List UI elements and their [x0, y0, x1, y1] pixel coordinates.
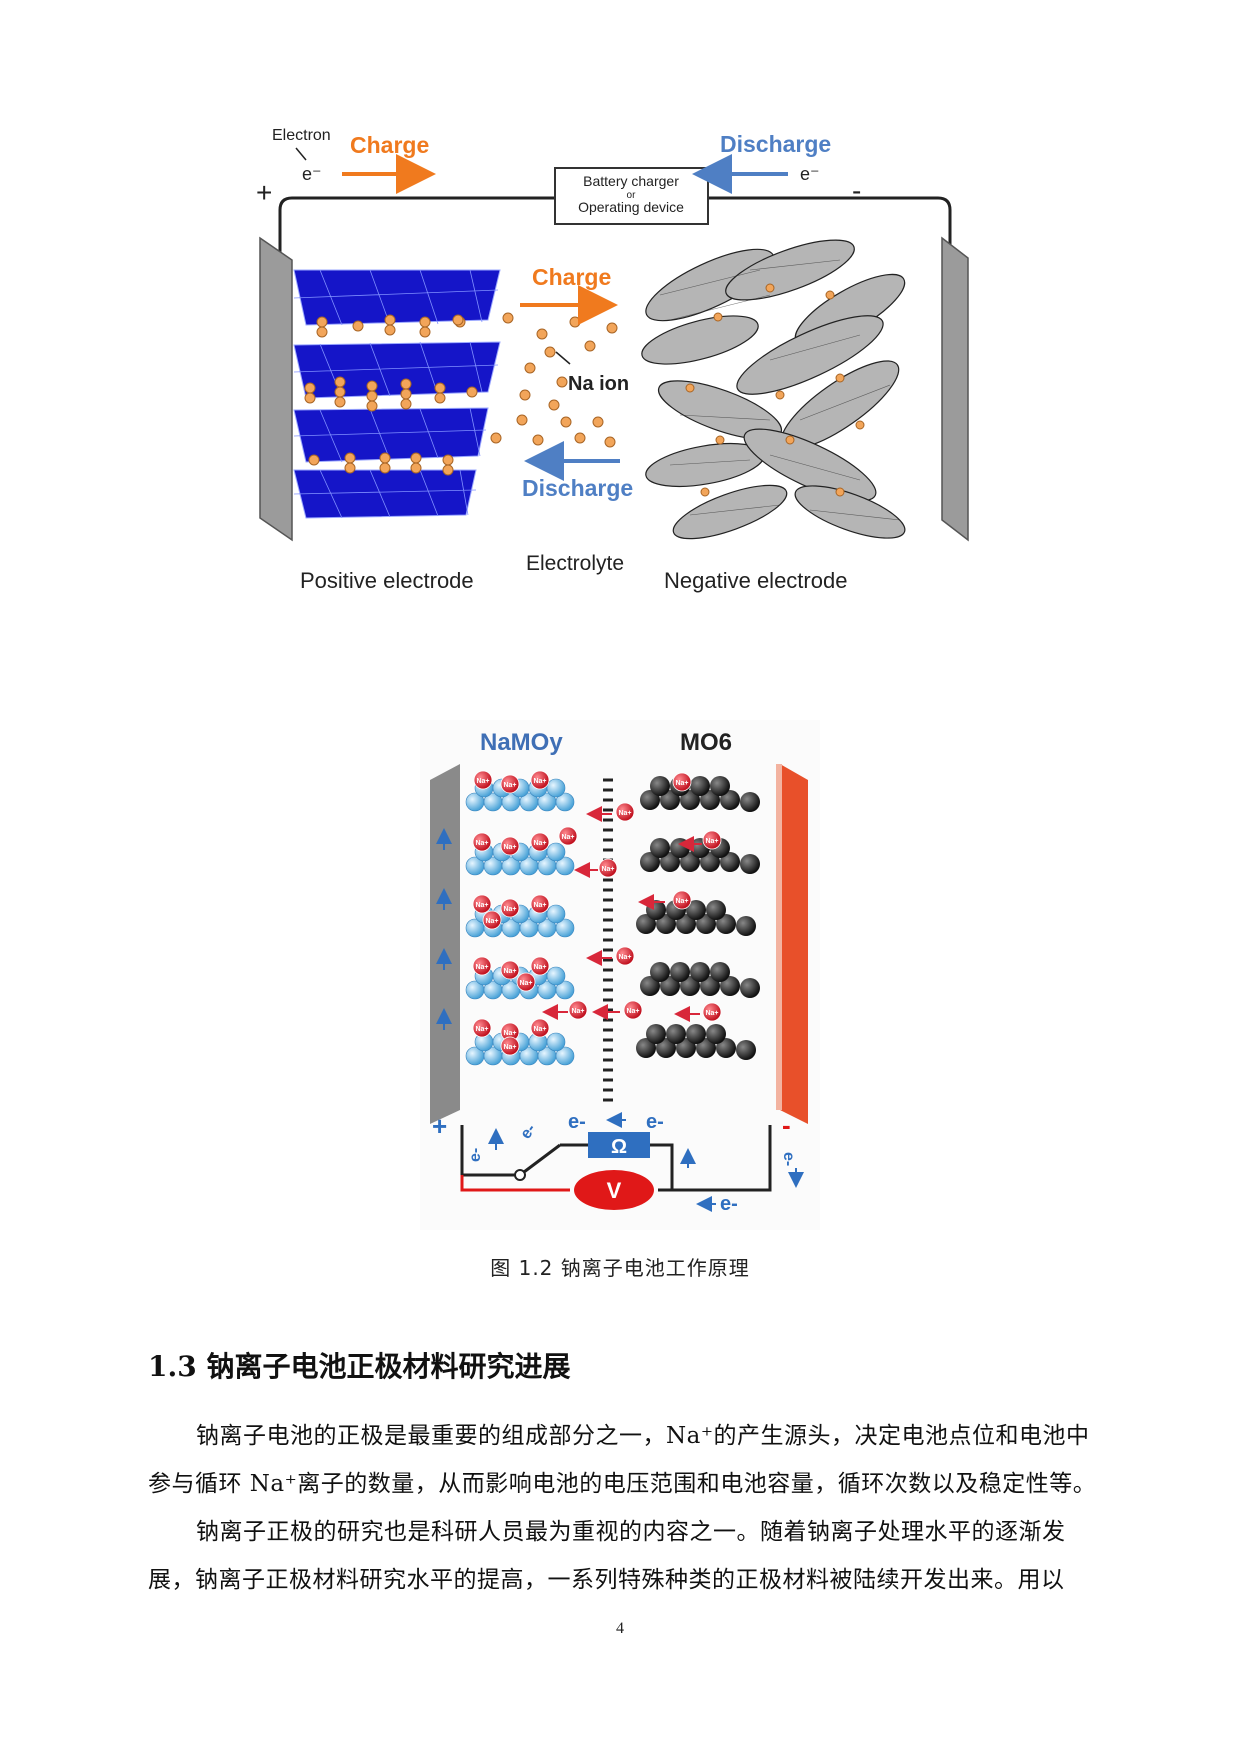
section-title: 1.3 钠离子电池正极材料研究进展 — [148, 1350, 571, 1383]
cathode-plate — [430, 764, 460, 1124]
anode-plate — [780, 764, 808, 1124]
positive-electrode-label: Positive electrode — [300, 568, 474, 593]
svg-text:Na+: Na+ — [503, 1044, 516, 1051]
voltmeter — [574, 1170, 654, 1210]
svg-text:Na+: Na+ — [519, 980, 532, 987]
page-number: 4 — [616, 1620, 624, 1637]
svg-text:Na+: Na+ — [601, 866, 614, 873]
e-minus-label-4: e- — [467, 1148, 484, 1162]
electrolyte-label: Electrolyte — [526, 552, 624, 575]
svg-text:Na+: Na+ — [618, 810, 631, 817]
svg-text:Na+: Na+ — [705, 838, 718, 845]
positive-current-collector — [259, 236, 293, 542]
figure-caption: 图 1.2 钠离子电池工作原理 — [490, 1256, 750, 1280]
device-label-line1: Battery charger — [583, 173, 679, 189]
separator — [603, 778, 613, 1102]
namoy-label: NaMOy — [480, 729, 563, 756]
svg-text:Na+: Na+ — [503, 1030, 516, 1037]
paragraph-2-line-1: 钠离子正极的研究也是科研人员最为重视的内容之一。随着钠离子处理水平的逐渐发 — [196, 1519, 1066, 1545]
discharge-label-top: Discharge — [720, 131, 831, 157]
electron-label: Electron — [272, 127, 331, 144]
svg-text:Na+: Na+ — [533, 902, 546, 909]
svg-text:Na+: Na+ — [475, 840, 488, 847]
battery-charger-box — [554, 167, 709, 225]
negative-electrode-label: Negative electrode — [664, 568, 847, 593]
svg-text:Na+: Na+ — [533, 964, 546, 971]
svg-text:Na+: Na+ — [475, 902, 488, 909]
e-minus-label-3: e- — [720, 1193, 738, 1215]
svg-text:Na+: Na+ — [675, 780, 688, 787]
discharge-label-mid: Discharge — [522, 475, 633, 501]
svg-text:Na+: Na+ — [476, 778, 489, 785]
device-label-line2: or — [627, 190, 637, 201]
svg-text:Na+: Na+ — [503, 782, 516, 789]
e-minus-label-2: e- — [646, 1111, 664, 1133]
svg-text:Na+: Na+ — [475, 964, 488, 971]
volt-label: V — [607, 1178, 622, 1203]
svg-text:Na+: Na+ — [618, 954, 631, 961]
negative-current-collector — [941, 236, 969, 542]
svg-text:Na+: Na+ — [705, 1010, 718, 1017]
circuit-wire — [278, 196, 555, 255]
e-minus-right: e⁻ — [800, 164, 820, 184]
e-minus-left: e⁻ — [302, 164, 322, 184]
svg-text:Na+: Na+ — [503, 844, 516, 851]
resistor-box — [588, 1132, 650, 1158]
svg-text:Na+: Na+ — [485, 918, 498, 925]
na-ion-label: Na ion — [568, 373, 629, 395]
polyhedra-layers — [293, 269, 501, 519]
minus-sign-top: - — [852, 175, 861, 206]
na-plus-ions — [472, 770, 722, 1056]
svg-text:Na+: Na+ — [503, 968, 516, 975]
svg-text:Na+: Na+ — [533, 778, 546, 785]
paragraph-1-line-1: 钠离子电池的正极是最重要的组成部分之一，Na⁺的产生源头，决定电池点位和电池中 — [196, 1423, 1090, 1449]
e-minus-label-1: e- — [568, 1111, 586, 1133]
plus-sign-top: + — [256, 177, 272, 208]
device-label-line3: Operating device — [578, 199, 684, 215]
charge-label-mid: Charge — [532, 264, 611, 290]
svg-text:Na+: Na+ — [503, 906, 516, 913]
plus-sign-circuit: + — [432, 1111, 447, 1141]
svg-text:Na+: Na+ — [571, 1008, 584, 1015]
svg-text:Na+: Na+ — [533, 1026, 546, 1033]
body-text: 钠离子电池的正极是最重要的组成部分之一，Na⁺的产生源头，决定电池点位和电池中 … — [148, 1412, 1128, 1604]
graphene-sheets — [641, 239, 906, 540]
battery-diagram-figure: Battery charger or Operating device Elec… — [256, 127, 969, 593]
paragraph-2-line-2: 展，钠离子正极材料研究水平的提高，一系列特殊种类的正极材料被陆续开发出来。用以 — [148, 1567, 1065, 1593]
svg-text:Na+: Na+ — [561, 834, 574, 841]
omega-label: Ω — [611, 1136, 627, 1158]
charge-label-top: Charge — [350, 132, 429, 158]
svg-text:Na+: Na+ — [533, 840, 546, 847]
paragraph-1-line-2: 参与循环 Na⁺离子的数量，从而影响电池的电压范围和电池容量，循环次数以及稳定性… — [148, 1471, 1097, 1497]
svg-text:Na+: Na+ — [675, 898, 688, 905]
svg-text:Na+: Na+ — [475, 1026, 488, 1033]
sodium-ion-schematic-figure: NaMOy MO6 — [420, 720, 820, 1230]
svg-text:Na+: Na+ — [626, 1008, 639, 1015]
na-plus-labels: Na+Na+Na+ Na+Na+Na+Na+ Na+Na+Na+Na+ Na+N… — [475, 778, 718, 1051]
minus-sign-circuit: - — [782, 1110, 791, 1140]
e-minus-label-6: e- — [780, 1152, 797, 1166]
mo6-label: MO6 — [680, 729, 732, 756]
na-ion-particles — [304, 283, 865, 497]
